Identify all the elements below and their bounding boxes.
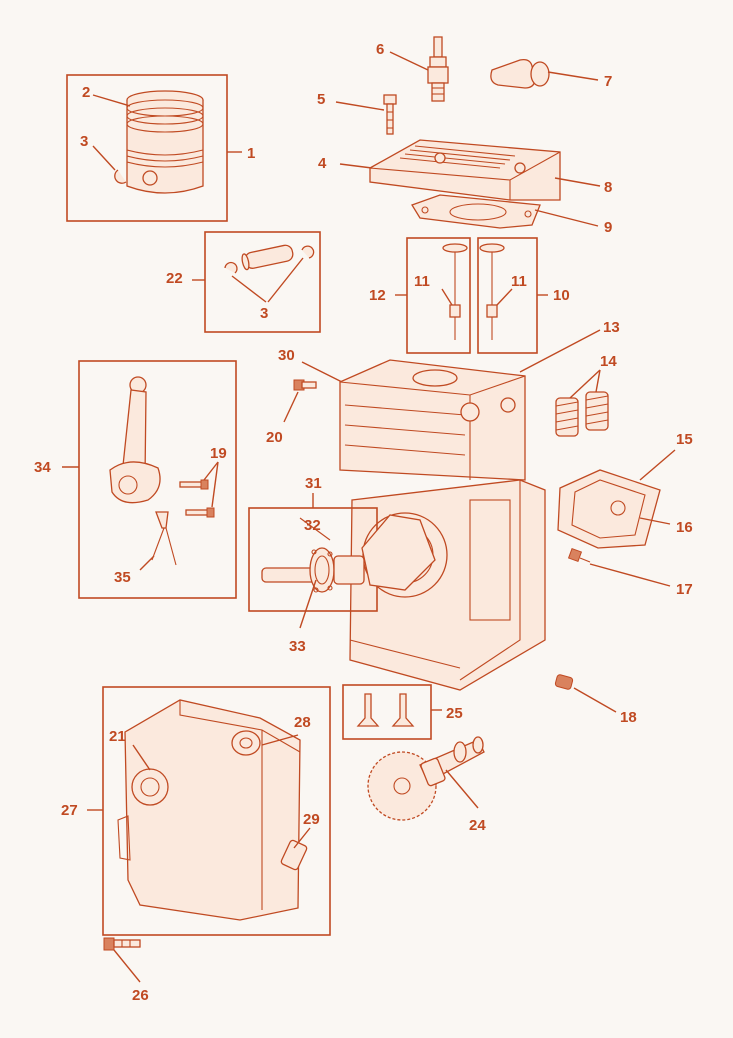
piston-part [126,90,204,194]
callout-16: 16 [676,519,693,536]
callout-6: 6 [376,41,384,58]
drain-plug-part [554,674,574,690]
engine-block-part [339,359,546,691]
callout-13: 13 [603,319,620,336]
callout-12: 12 [369,287,386,304]
rod-bolts-part [179,479,215,518]
callout-9: 9 [604,219,612,236]
callout-5: 5 [317,91,325,108]
callout-33: 33 [289,638,306,655]
callout-29: 29 [303,811,320,828]
spark-plug-part [427,36,449,102]
callout-15: 15 [676,431,693,448]
stud-bolt-part [293,379,317,391]
callout-14: 14 [600,353,617,370]
camshaft-part [367,736,485,821]
cylinder-head-part [369,139,561,201]
callout-1: 1 [247,145,255,162]
callout-19: 19 [210,445,227,462]
valve-box-right [477,237,548,354]
callout-7: 7 [604,73,612,90]
crankshaft-group [248,493,436,612]
callout-2: 2 [82,84,90,101]
breather-screw-part [567,547,591,563]
tappets-group [342,684,442,740]
callout-10: 10 [553,287,570,304]
spark-plug-boot-part [490,58,550,89]
callout-25: 25 [446,705,463,722]
callout-21: 21 [109,728,126,745]
callout-11-left: 11 [414,273,430,290]
callout-28: 28 [294,714,311,731]
breather-cover-part [557,469,661,549]
callout-8: 8 [604,179,612,196]
head-gasket-part [411,194,541,229]
connecting-rod-part [109,376,161,504]
callout-22: 22 [166,270,183,287]
callout-31: 31 [305,475,322,492]
piston-group [66,74,242,222]
callout-20: 20 [266,429,283,446]
callout-3-pin: 3 [260,305,268,322]
callout-18: 18 [620,709,637,726]
valve-box-left [395,237,471,354]
cover-bolt-part [103,937,141,951]
callout-17: 17 [676,581,693,598]
dipper-part [151,511,177,566]
connecting-rod-group [62,360,237,599]
head-bolt-part [383,94,397,135]
callout-11-right: 11 [511,273,527,290]
crankcase-cover-group [87,686,331,936]
callout-34: 34 [34,459,51,476]
callout-30: 30 [278,347,295,364]
callout-35: 35 [114,569,131,586]
valve-springs-part [555,391,609,437]
callout-4: 4 [318,155,327,172]
wrist-pin-group [192,231,321,333]
callout-27: 27 [61,802,78,819]
callout-3-piston: 3 [80,133,88,150]
crankcase-cover-part [117,699,308,921]
circlip-part [114,169,127,184]
callout-26: 26 [132,987,149,1004]
callout-24: 24 [469,817,486,834]
callout-32: 32 [304,517,321,534]
